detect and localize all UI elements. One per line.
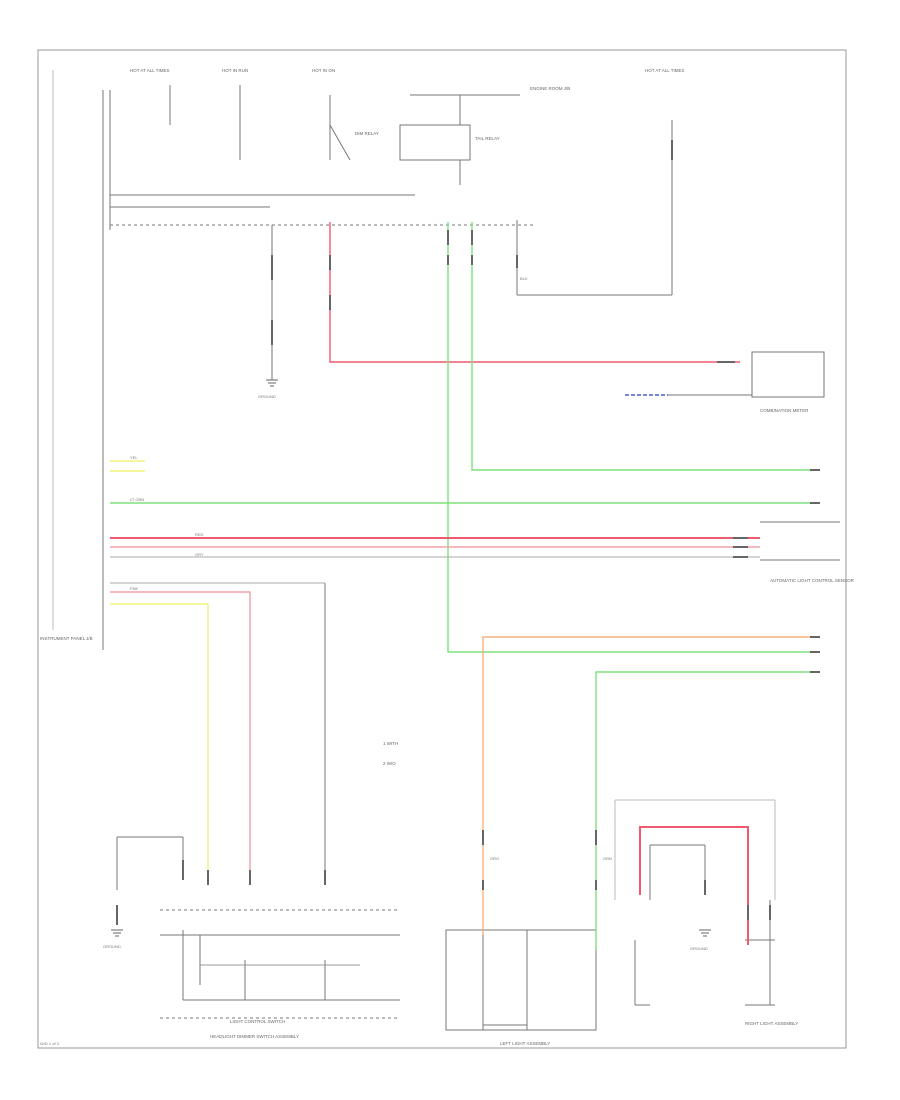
ground-right-label: GROUND bbox=[690, 946, 708, 951]
diagram-frame bbox=[37, 49, 847, 1049]
right-light-assembly-label: RIGHT LIGHT ASSEMBLY bbox=[745, 1021, 798, 1026]
relay-tail-label: TAIL RELAY bbox=[475, 136, 500, 141]
headlight-dimmer-switch-label: HEADLIGHT DIMMER SWITCH ASSEMBLY bbox=[210, 1034, 299, 1039]
wire-label-yel: YEL bbox=[130, 455, 138, 460]
fuse-label-3: HOT IN ON bbox=[312, 68, 335, 73]
wires-colored bbox=[110, 222, 815, 950]
wire-label-org: ORG bbox=[490, 856, 499, 861]
wires-dark bbox=[52, 70, 840, 1031]
wire-label-grn-2: GRN bbox=[603, 856, 612, 861]
wire-label-grn: LT GRN bbox=[130, 497, 144, 502]
wire-label-red: RED bbox=[195, 532, 204, 537]
wire-label-gry: GRY bbox=[195, 552, 204, 557]
ground-bottom-label: GROUND bbox=[103, 944, 121, 949]
combination-meter-label: COMBINATION METER bbox=[760, 408, 809, 413]
legend-2: 2 W/O bbox=[383, 761, 396, 766]
fuse-label-1: HOT AT ALL TIMES bbox=[130, 68, 170, 73]
wire-label-blk: BLK bbox=[520, 276, 528, 281]
ground-left-label: GROUND bbox=[258, 394, 276, 399]
legend-1: 1 WITH bbox=[383, 741, 398, 746]
left-light-assembly-label: LEFT LIGHT ASSEMBLY bbox=[500, 1041, 550, 1046]
relay-dim-label: DIM RELAY bbox=[355, 131, 379, 136]
fuse-label-2: HOT IN RUN bbox=[222, 68, 248, 73]
instrument-panel-jb-label: INSTRUMENT PANEL J/B bbox=[40, 636, 93, 641]
light-sensor-label: AUTOMATIC LIGHT CONTROL SENSOR bbox=[770, 578, 855, 583]
sheet-ref: W/D 1 of 3 bbox=[40, 1041, 60, 1046]
light-control-switch-label: LIGHT CONTROL SWITCH bbox=[230, 1019, 285, 1024]
wire-label-pnk: PNK bbox=[130, 586, 139, 591]
fuse-label-4: HOT AT ALL TIMES bbox=[645, 68, 685, 73]
labels: HOT AT ALL TIMES HOT IN RUN HOT IN ON HO… bbox=[40, 68, 855, 1046]
connector-terminals bbox=[116, 140, 820, 925]
engine-room-jb-label: ENGINE ROOM J/B bbox=[530, 86, 570, 91]
ground-symbols bbox=[111, 379, 711, 937]
